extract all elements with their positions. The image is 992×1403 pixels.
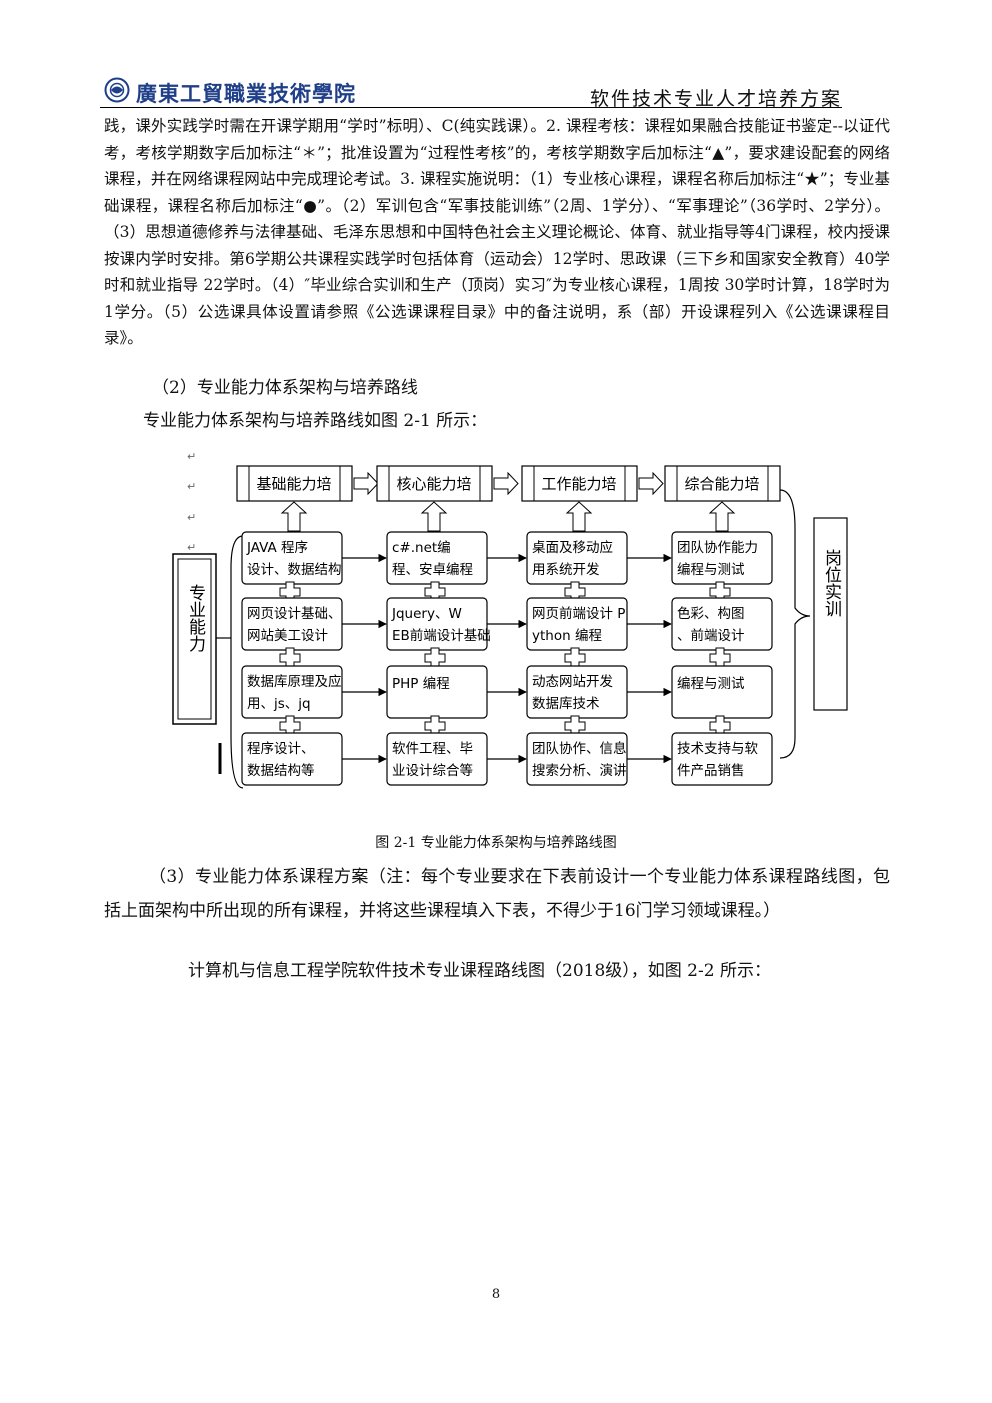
course-label: 数据结构等 bbox=[247, 762, 315, 779]
svg-text:↵: ↵ bbox=[187, 511, 196, 524]
course-label: c#.net编 bbox=[392, 540, 451, 556]
course-label: 程序设计、 bbox=[247, 741, 315, 757]
up-arrow-icon bbox=[565, 501, 593, 532]
top-box-label: 工作能力培 bbox=[541, 475, 616, 493]
up-arrow-icon bbox=[280, 501, 308, 532]
notes-paragraph: 践，课外实践学时需在开课学期用“学时”标明）、C(纯实践课）。2. 课程考核：课… bbox=[104, 117, 890, 347]
course-box: JAVA 程序设计、数据结构 bbox=[241, 531, 343, 585]
course-label: 程、安卓编程 bbox=[392, 562, 473, 578]
course-label: 数据库技术 bbox=[532, 696, 600, 712]
job-training-box: 岗位实训 bbox=[813, 517, 848, 711]
course-box: 编程与测试 bbox=[671, 665, 773, 719]
course-label: ython 编程 bbox=[532, 628, 602, 644]
course-label: 编程与测试 bbox=[677, 676, 745, 692]
section3-paragraph: （3）专业能力体系课程方案（注：每个专业要求在下表前设计一个专业能力体系课程路线… bbox=[104, 867, 890, 921]
course-label: 网页前端设计 P bbox=[532, 605, 625, 622]
top-box-label: 基础能力培 bbox=[256, 475, 331, 493]
professional-ability-box: 专业能力 bbox=[172, 553, 217, 725]
header-rule bbox=[100, 107, 842, 108]
course-label: 、前端设计 bbox=[677, 627, 745, 644]
course-label: 件产品销售 bbox=[677, 763, 745, 779]
top-box-label: 综合能力培 bbox=[684, 475, 759, 493]
course-label: 编程与测试 bbox=[677, 562, 745, 578]
course-box: 色彩、构图、前端设计 bbox=[671, 597, 773, 651]
svg-text:↵: ↵ bbox=[187, 541, 196, 554]
school-logo-icon bbox=[104, 77, 130, 103]
course-label: 技术支持与软 bbox=[677, 741, 758, 757]
course-label: Jquery、W bbox=[391, 606, 462, 622]
section3-followup: 计算机与信息工程学院软件技术专业课程路线图（2018级），如图 2-2 所示： bbox=[188, 961, 771, 981]
school-name: 廣東工貿職業技術學院 bbox=[136, 81, 356, 106]
section2-heading: （2）专业能力体系架构与培养路线 bbox=[152, 378, 418, 398]
top-box-4: 综合能力培 bbox=[664, 465, 781, 502]
page-number: 8 bbox=[491, 1287, 501, 1302]
course-label: 团队协作、信息 bbox=[532, 740, 627, 757]
course-label: 数据库原理及应 bbox=[247, 673, 342, 690]
course-label: 动态网站开发 bbox=[532, 674, 613, 690]
block-arrow-icon bbox=[493, 471, 519, 496]
course-label: 色彩、构图 bbox=[677, 605, 745, 622]
section2-intro: 专业能力体系架构与培养路线如图 2-1 所示： bbox=[143, 411, 488, 431]
course-label: 软件工程、毕 bbox=[392, 741, 473, 757]
course-box: 网页前端设计 P ython 编程 bbox=[526, 597, 628, 651]
course-label: EB前端设计基础 bbox=[392, 627, 491, 644]
course-box: PHP 编程 bbox=[386, 665, 488, 719]
figure-caption: 图 2-1 专业能力体系架构与培养路线图 bbox=[375, 835, 617, 851]
right-label: 岗位实训 bbox=[821, 549, 842, 617]
course-label: 设计、数据结构 bbox=[247, 562, 342, 578]
document-title: 软件技术专业人才培养方案 bbox=[589, 88, 842, 110]
plus-connector-icon bbox=[564, 647, 586, 669]
course-label: 业设计综合等 bbox=[392, 762, 473, 779]
ability-architecture-diagram: ↵ ↵ ↵ ↵ 专业能力 岗位实训 基础能力培 核心能力培 工作能力培 综合能力培 JA… bbox=[172, 450, 848, 789]
svg-text:↵: ↵ bbox=[187, 450, 196, 463]
top-box-3: 工作能力培 bbox=[521, 465, 638, 502]
course-label: JAVA 程序 bbox=[246, 540, 308, 556]
plus-connector-icon bbox=[709, 647, 731, 669]
course-label: 搜索分析、演讲 bbox=[532, 763, 627, 779]
course-label: 团队协作能力 bbox=[677, 540, 758, 556]
plus-connector-icon bbox=[279, 647, 301, 669]
page-header: 廣東工貿職業技術學院 软件技术专业人才培养方案 bbox=[100, 74, 842, 110]
block-arrow-icon bbox=[353, 471, 379, 496]
course-label: 网站美工设计 bbox=[247, 628, 328, 644]
top-box-2: 核心能力培 bbox=[376, 465, 493, 502]
course-box: 程序设计、数据结构等 bbox=[241, 732, 343, 786]
svg-text:↵: ↵ bbox=[187, 480, 196, 493]
course-label: 桌面及移动应 bbox=[532, 539, 613, 556]
course-label: 网页设计基础、 bbox=[247, 605, 342, 622]
plus-connector-icon bbox=[424, 647, 446, 669]
up-arrow-icon bbox=[708, 501, 736, 532]
course-label: 用、js、jq bbox=[247, 696, 311, 712]
course-box: Jquery、W EB前端设计基础 bbox=[386, 597, 491, 651]
course-label: PHP 编程 bbox=[392, 676, 450, 692]
top-box-1: 基础能力培 bbox=[236, 465, 353, 502]
block-arrow-icon bbox=[638, 471, 664, 496]
top-box-label: 核心能力培 bbox=[396, 475, 471, 493]
up-arrow-icon bbox=[420, 501, 448, 532]
course-label: 用系统开发 bbox=[532, 562, 600, 578]
left-label: 专业能力 bbox=[185, 584, 206, 652]
course-box: 网页设计基础、网站美工设计 bbox=[241, 597, 343, 651]
